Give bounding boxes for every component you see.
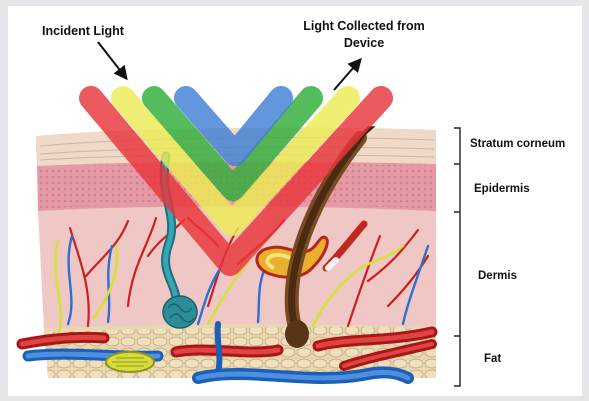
collected-light-label-line1: Light Collected from — [303, 19, 425, 33]
collected-light-label-line2: Device — [344, 36, 384, 50]
layer-label-dermis: Dermis — [478, 270, 517, 282]
skin-light-diagram: Incident Light Light Collected from Devi… — [8, 6, 582, 396]
layer-bracket — [454, 128, 460, 386]
incident-light-label: Incident Light — [42, 24, 125, 38]
figure-frame: Incident Light Light Collected from Devi… — [8, 6, 582, 396]
incident-arrow — [98, 42, 126, 78]
layer-label-epidermis: Epidermis — [474, 183, 530, 195]
layer-label-fat: Fat — [484, 353, 501, 365]
collected-arrow — [334, 60, 360, 90]
layer-label-stratum-corneum: Stratum corneum — [470, 138, 565, 150]
